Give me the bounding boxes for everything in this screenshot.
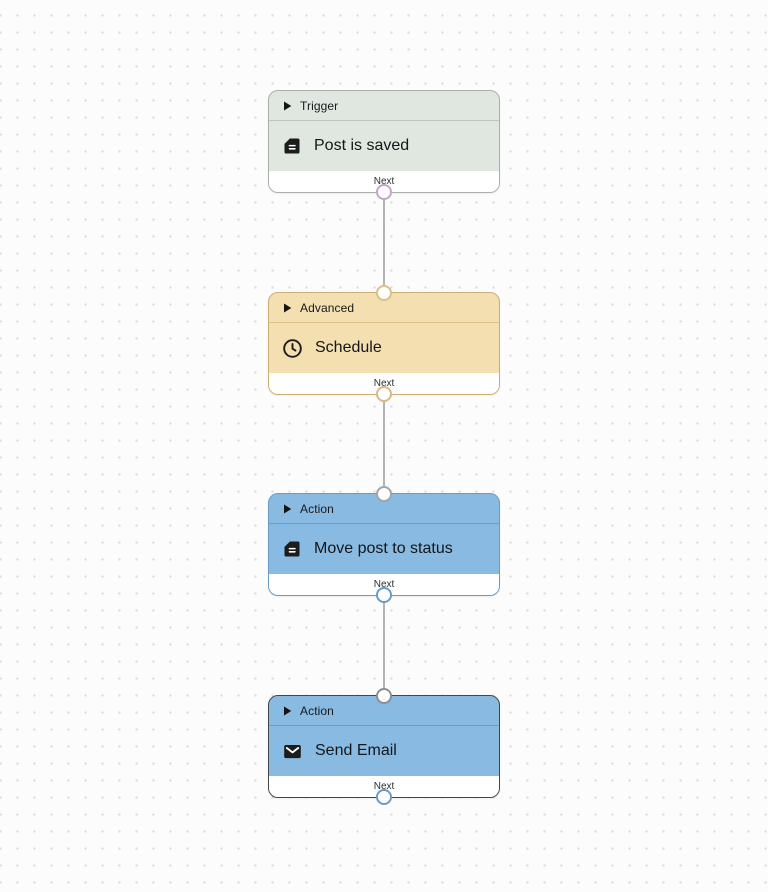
node-action-move-post-to-status[interactable]: Action Move post to status Next — [268, 486, 500, 603]
node-category-label: Trigger — [300, 98, 339, 113]
edge-advanced-to-action1[interactable] — [383, 395, 385, 493]
node-footer: Next — [269, 171, 499, 192]
node-header[interactable]: Action — [269, 696, 499, 726]
envelope-icon — [282, 741, 303, 762]
node-title: Send Email — [315, 742, 397, 759]
document-icon — [282, 539, 302, 559]
input-handle[interactable] — [376, 285, 392, 301]
collapse-triangle-icon[interactable] — [283, 303, 292, 313]
node-title: Schedule — [315, 339, 382, 356]
output-handle-next[interactable] — [376, 789, 392, 805]
node-advanced-schedule[interactable]: Advanced Schedule Next — [268, 285, 500, 402]
node-footer: Next — [269, 776, 499, 797]
node-footer: Next — [269, 373, 499, 394]
collapse-triangle-icon[interactable] — [283, 101, 292, 111]
node-header[interactable]: Trigger — [269, 91, 499, 121]
node-title: Post is saved — [314, 137, 410, 154]
node-category-label: Action — [300, 501, 334, 516]
output-handle-next[interactable] — [376, 587, 392, 603]
document-icon — [282, 136, 302, 156]
edge-trigger-to-advanced[interactable] — [383, 193, 385, 292]
node-body[interactable]: Schedule — [269, 323, 499, 373]
node-category-label: Action — [300, 703, 334, 718]
input-handle[interactable] — [376, 486, 392, 502]
node-body[interactable]: Post is saved — [269, 121, 499, 171]
node-title: Move post to status — [314, 540, 453, 557]
next-port-label: Next — [373, 378, 395, 389]
input-handle[interactable] — [376, 688, 392, 704]
output-handle-next[interactable] — [376, 386, 392, 402]
node-body[interactable]: Send Email — [269, 726, 499, 776]
collapse-triangle-icon[interactable] — [283, 504, 292, 514]
edge-action1-to-action2[interactable] — [383, 596, 385, 695]
node-category-label: Advanced — [300, 300, 355, 315]
next-port-label: Next — [373, 579, 395, 590]
node-header[interactable]: Advanced — [269, 293, 499, 323]
next-port-label: Next — [373, 781, 395, 792]
node-body[interactable]: Move post to status — [269, 524, 499, 574]
output-handle-next[interactable] — [376, 184, 392, 200]
node-header[interactable]: Action — [269, 494, 499, 524]
node-footer: Next — [269, 574, 499, 595]
node-trigger-post-is-saved[interactable]: Trigger Post is saved Next — [268, 90, 500, 200]
next-port-label: Next — [373, 176, 395, 187]
clock-icon — [282, 338, 303, 359]
collapse-triangle-icon[interactable] — [283, 706, 292, 716]
node-action-send-email[interactable]: Action Send Email Next — [268, 688, 500, 805]
